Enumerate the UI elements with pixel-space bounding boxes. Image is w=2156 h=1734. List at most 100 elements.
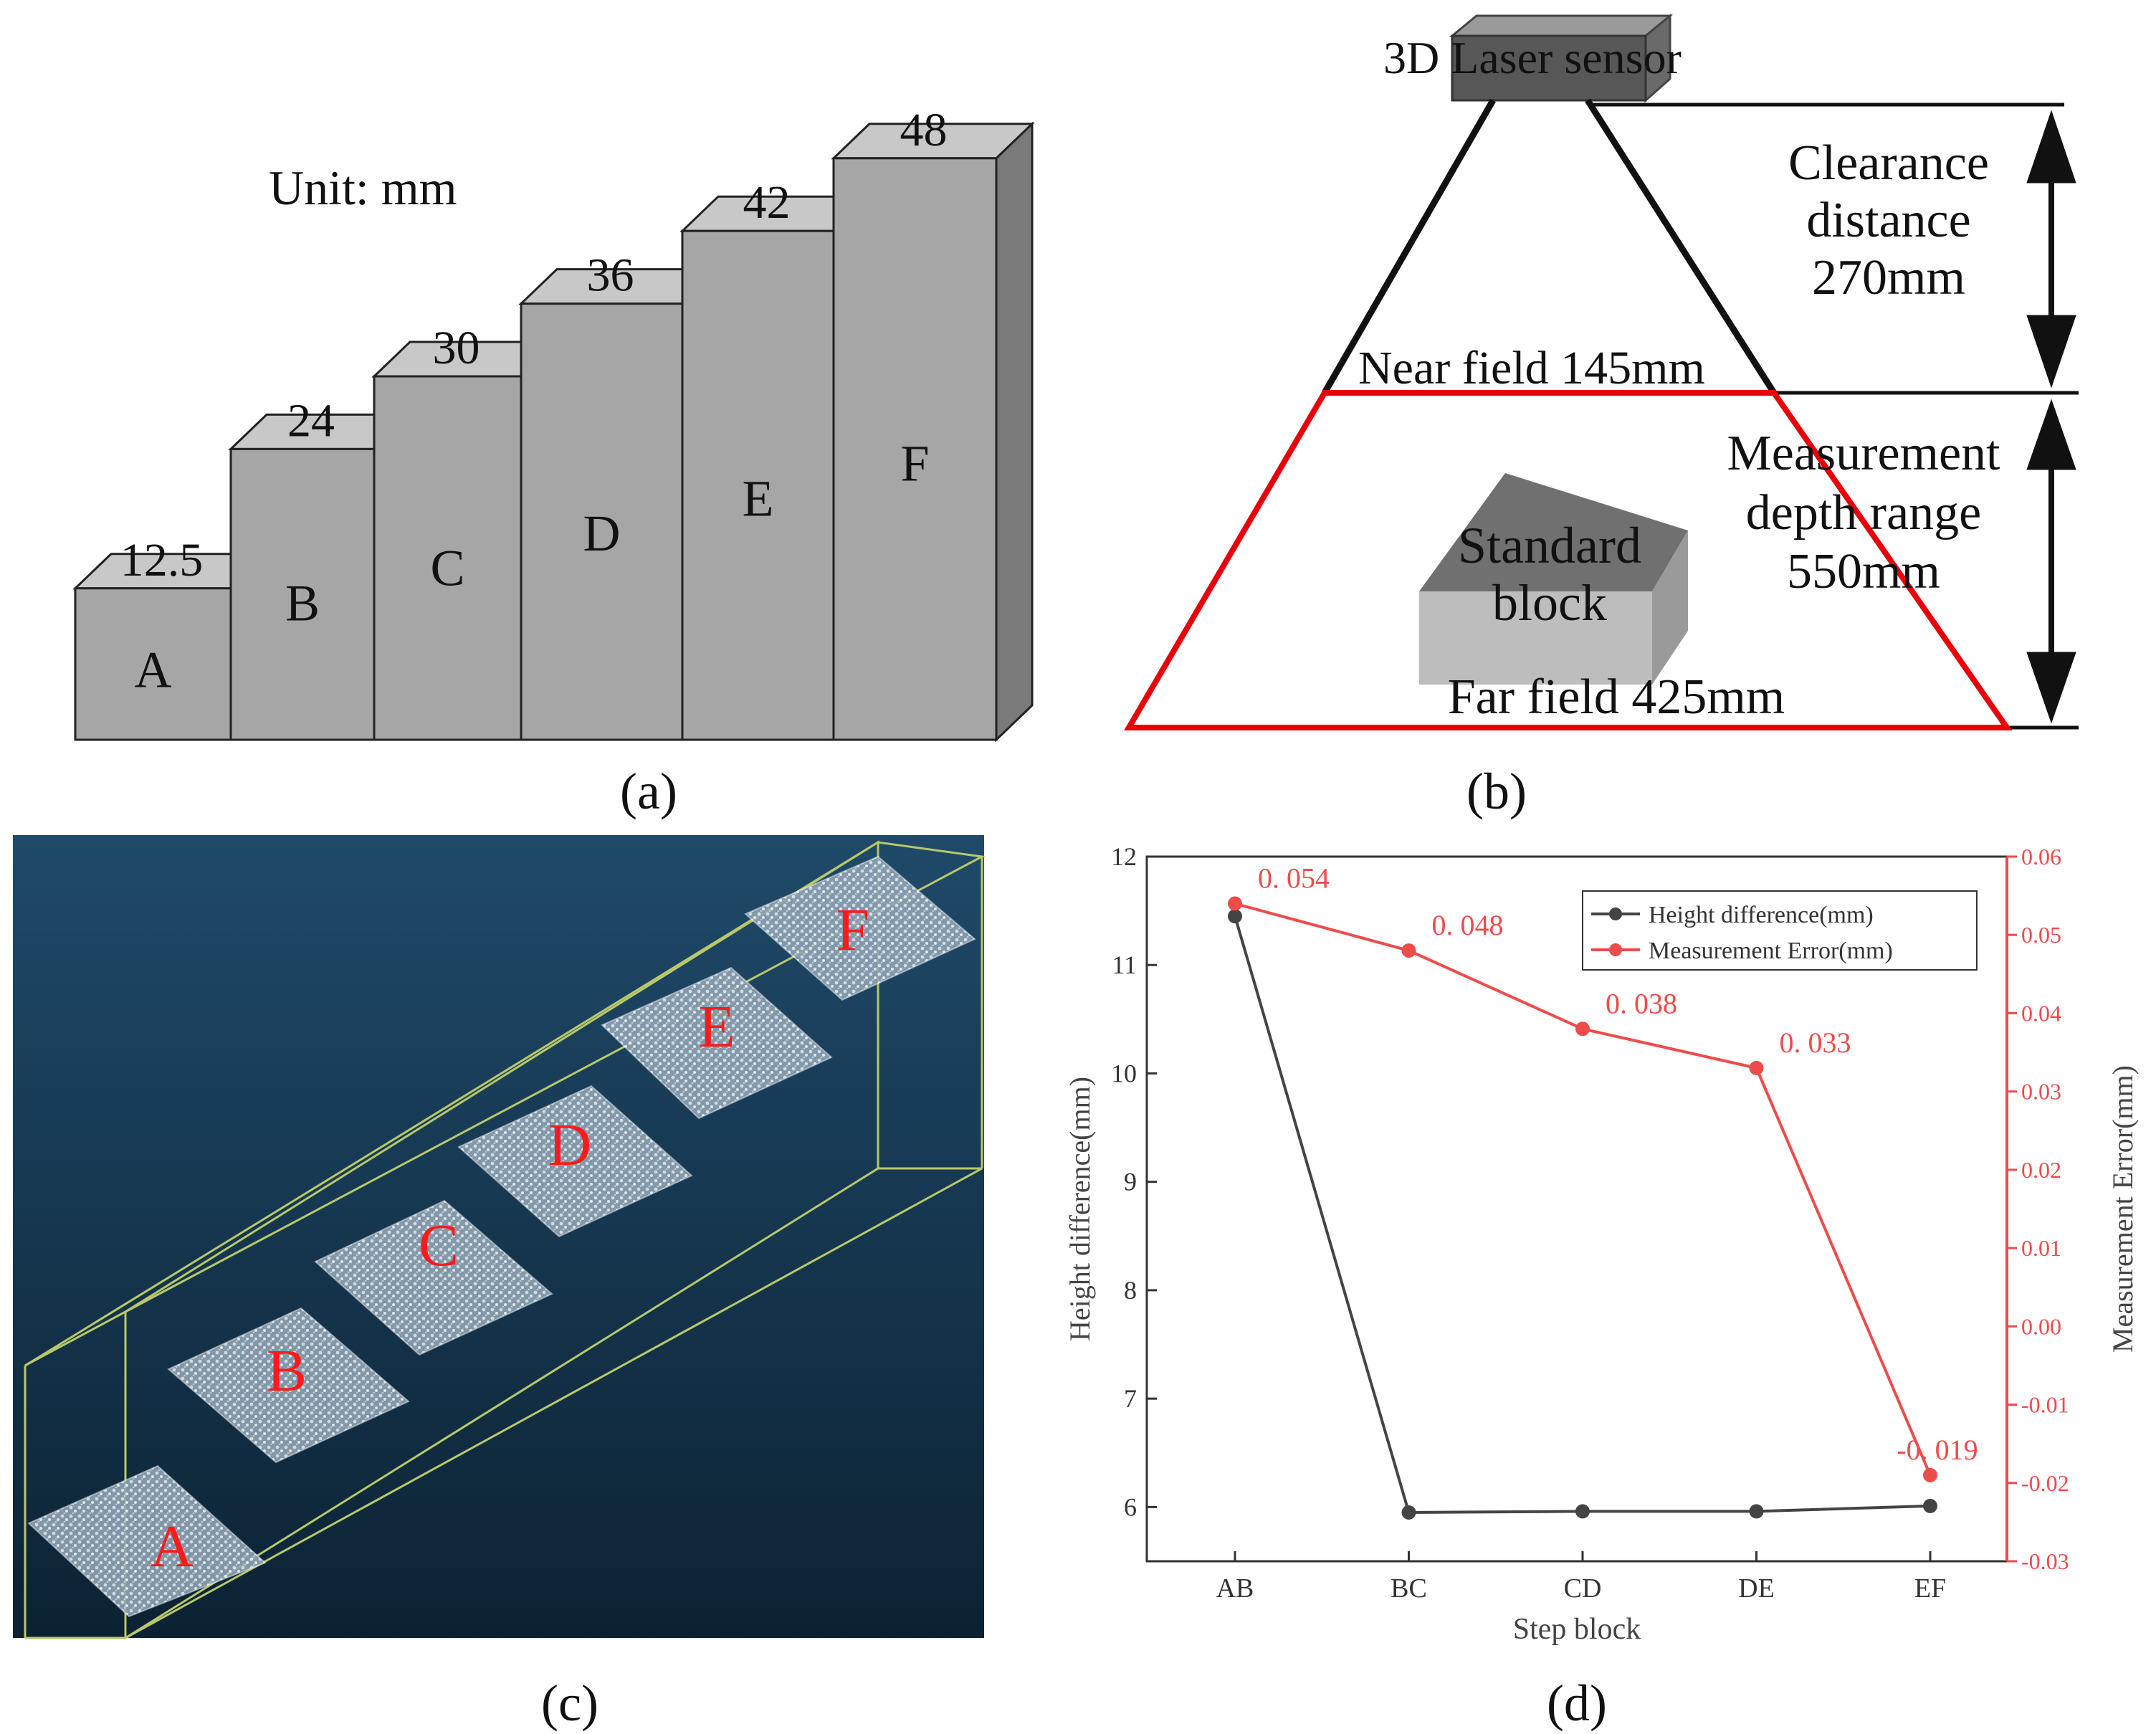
pointcloud-labels: A B C D E F xyxy=(151,897,870,1580)
left-axis-label: Height difference(mm) xyxy=(1064,1077,1096,1341)
step-block-e xyxy=(681,229,835,741)
clearance-line-1: Clearance xyxy=(1788,135,1989,191)
data-label: 0. 033 xyxy=(1780,1026,1851,1059)
data-point-error xyxy=(1401,943,1416,958)
near-field-right-edge xyxy=(1585,98,1777,395)
pointcloud-label-e: E xyxy=(698,994,735,1060)
sensor-label: 3D Laser sensor xyxy=(1383,32,1682,83)
step-side-f xyxy=(995,121,1034,743)
panel-a-caption: (a) xyxy=(620,763,677,820)
step-label-e: E xyxy=(743,470,774,527)
measurement-line-3: 550mm xyxy=(1787,544,1940,599)
pointcloud-patch-d xyxy=(457,1085,693,1238)
series-line-error xyxy=(1234,902,1932,1476)
standard-block-line-2: block xyxy=(1492,574,1607,632)
right-tick-label: -0.02 xyxy=(2021,1470,2069,1496)
near-field-left-edge xyxy=(1322,98,1496,395)
bounding-box xyxy=(24,840,986,1640)
pointcloud-label-a: A xyxy=(151,1513,194,1580)
pointcloud-patch-c xyxy=(314,1199,553,1356)
data-point-height xyxy=(1401,1505,1416,1520)
right-tick-label: 0.00 xyxy=(2021,1313,2061,1339)
pointcloud-label-c: C xyxy=(419,1212,459,1279)
pointcloud-patches xyxy=(27,855,976,1618)
left-tick-label: 8 xyxy=(1124,1276,1137,1305)
left-tick-label: 12 xyxy=(1111,842,1137,871)
pointcloud-label-f: F xyxy=(836,897,870,963)
x-tick-label: AB xyxy=(1216,1573,1254,1604)
data-point-height xyxy=(1228,909,1242,924)
step-height-d: 36 xyxy=(587,249,634,302)
legend-box xyxy=(1582,890,1978,971)
standard-block xyxy=(1419,473,1688,685)
step-block-f xyxy=(832,157,998,741)
right-tick-label: 0.01 xyxy=(2021,1235,2061,1261)
pointcloud-label-b: B xyxy=(267,1338,307,1404)
panel-c-caption: (c) xyxy=(541,1675,598,1732)
step-block-b xyxy=(229,447,376,741)
right-tick-label: -0.01 xyxy=(2021,1392,2069,1418)
step-block-d xyxy=(520,303,684,741)
right-tick-label: 0.03 xyxy=(2021,1079,2061,1105)
series-line-height xyxy=(1234,915,1931,1514)
step-label-b: B xyxy=(285,574,320,632)
error-chart: 6789101112-0.03-0.02-0.010.000.010.020.0… xyxy=(1064,842,2139,1646)
measurement-arrow xyxy=(2026,399,2076,724)
right-tick-label: 0.02 xyxy=(2021,1157,2061,1183)
right-tick-label: 0.04 xyxy=(2021,1000,2061,1026)
data-label: -0. 019 xyxy=(1897,1434,1978,1466)
pointcloud-patch-b xyxy=(167,1307,410,1464)
data-label: 0. 038 xyxy=(1606,987,1677,1019)
right-tick-label: 0.05 xyxy=(2021,922,2061,948)
legend-swatch-marker xyxy=(1609,908,1622,920)
panel-d: 6789101112-0.03-0.02-0.010.000.010.020.0… xyxy=(1064,842,2139,1732)
laser-sensor xyxy=(1449,13,1674,103)
pointcloud-patch-a xyxy=(27,1464,267,1618)
legend-label: Measurement Error(mm) xyxy=(1649,938,1893,964)
standard-block-line-1: Standard xyxy=(1458,517,1641,574)
data-point-height xyxy=(1923,1498,1937,1513)
measurement-line-1: Measurement xyxy=(1727,426,2001,481)
legend-swatch-marker xyxy=(1609,943,1622,956)
x-tick-label: DE xyxy=(1738,1573,1775,1604)
step-height-a: 12.5 xyxy=(120,534,204,586)
panel-d-caption: (d) xyxy=(1547,1675,1607,1732)
step-label-f: F xyxy=(900,435,929,492)
left-tick-label: 10 xyxy=(1111,1059,1137,1087)
pointcloud-label-d: D xyxy=(548,1112,592,1178)
far-field-label: Far field 425mm xyxy=(1448,670,1785,725)
step-height-c: 30 xyxy=(433,322,480,374)
left-tick-label: 11 xyxy=(1112,951,1137,979)
step-height-f: 48 xyxy=(900,104,948,156)
step-height-e: 42 xyxy=(743,176,791,229)
unit-label: Unit: mm xyxy=(269,161,457,215)
pointcloud-patch-e xyxy=(601,966,833,1120)
right-tick-label: 0.06 xyxy=(2021,844,2061,870)
x-axis-label: Step block xyxy=(1513,1613,1641,1646)
measurement-line-2: depth range xyxy=(1746,485,1981,540)
data-label: 0. 054 xyxy=(1258,862,1330,895)
measurement-range-trapezoid xyxy=(1124,390,2013,730)
clearance-line-2: distance xyxy=(1806,193,1970,248)
right-tick-label: -0.03 xyxy=(2021,1548,2069,1574)
data-point-error xyxy=(1923,1467,1937,1482)
clearance-line-3: 270mm xyxy=(1812,250,1965,305)
panel-c: A B C D E F (c) xyxy=(13,835,986,1732)
step-block-a xyxy=(74,587,232,741)
panel-b-caption: (b) xyxy=(1466,763,1527,820)
step-height-b: 24 xyxy=(287,394,335,447)
right-axis-label: Measurement Error(mm) xyxy=(2107,1065,2139,1353)
clearance-arrow xyxy=(2026,110,2076,389)
left-tick-label: 9 xyxy=(1124,1168,1137,1196)
x-tick-label: CD xyxy=(1564,1573,1602,1604)
x-tick-label: EF xyxy=(1914,1573,1946,1604)
data-point-error xyxy=(1575,1021,1590,1037)
x-tick-label: BC xyxy=(1391,1573,1427,1604)
data-point-height xyxy=(1575,1504,1590,1519)
data-label: 0. 048 xyxy=(1432,909,1504,941)
step-label-c: C xyxy=(430,540,464,597)
data-point-error xyxy=(1228,896,1242,911)
